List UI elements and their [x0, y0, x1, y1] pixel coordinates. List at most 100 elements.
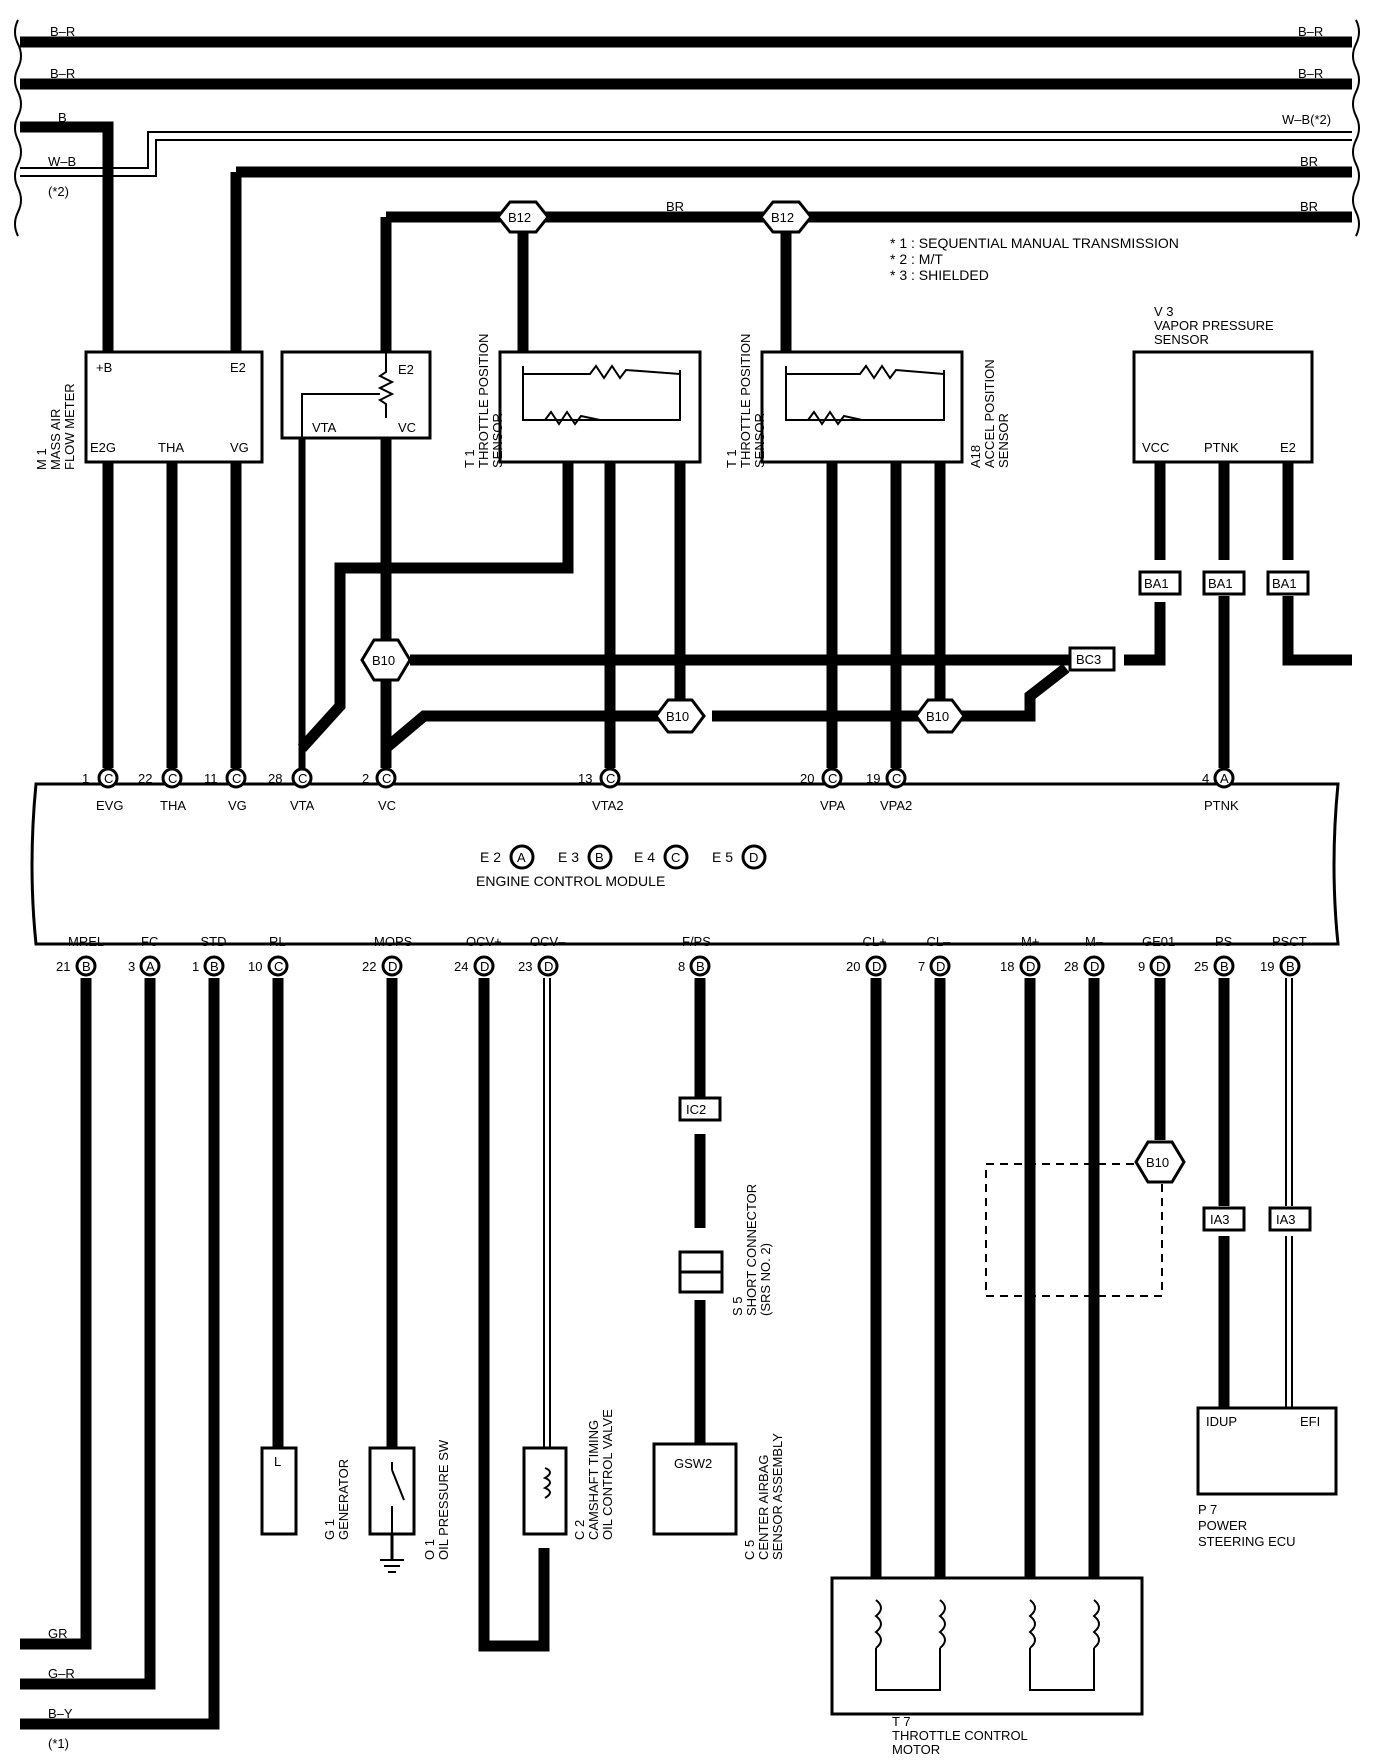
- svg-text:V 3: V 3: [1154, 304, 1174, 319]
- svg-text:B12: B12: [508, 210, 531, 225]
- junction-b12-1: B12: [496, 200, 550, 234]
- svg-text:3: 3: [128, 959, 135, 974]
- wire-w-b-a: [20, 131, 1352, 169]
- svg-text:D: D: [749, 850, 758, 865]
- throttle-motor: T 7 THROTTLE CONTROL MOTOR: [830, 1576, 1144, 1757]
- svg-text:E 2: E 2: [480, 849, 501, 865]
- svg-text:PTNK: PTNK: [1204, 440, 1239, 455]
- svg-text:C: C: [892, 771, 901, 786]
- svg-text:ACCEL POSITION: ACCEL POSITION: [982, 359, 997, 468]
- svg-text:B: B: [696, 959, 705, 974]
- svg-text:C 2: C 2: [572, 1520, 587, 1540]
- short-connector: S 5 SHORT CONNECTOR (SRS NO. 2): [678, 1184, 773, 1316]
- svg-text:C: C: [232, 771, 241, 786]
- svg-text:18: 18: [1000, 959, 1014, 974]
- svg-text:FLOW METER: FLOW METER: [62, 383, 77, 470]
- right-break: [1352, 19, 1360, 237]
- svg-text:VAPOR PRESSURE: VAPOR PRESSURE: [1154, 318, 1274, 333]
- label-br-r2: BR: [1300, 199, 1318, 214]
- svg-text:OIL PRESSURE SW: OIL PRESSURE SW: [436, 1439, 451, 1560]
- svg-text:OIL CONTROL VALVE: OIL CONTROL VALVE: [600, 1409, 615, 1540]
- svg-text:C: C: [274, 959, 283, 974]
- svg-text:C 5: C 5: [742, 1540, 757, 1560]
- junction-ia3: IA3 IA3: [1202, 1206, 1312, 1232]
- svg-text:OCV+: OCV+: [466, 934, 502, 949]
- svg-text:IDUP: IDUP: [1206, 1414, 1237, 1429]
- svg-text:SENSOR: SENSOR: [752, 413, 767, 468]
- svg-text:19: 19: [1260, 959, 1274, 974]
- svg-text:A: A: [517, 850, 526, 865]
- wire-b-maf: [20, 121, 114, 352]
- svg-text:20: 20: [846, 959, 860, 974]
- svg-text:E 3: E 3: [558, 849, 579, 865]
- svg-text:POWER: POWER: [1198, 1518, 1247, 1533]
- junction-b12-2: B12: [759, 200, 813, 234]
- svg-text:B–Y: B–Y: [48, 1706, 73, 1721]
- svg-text:A18: A18: [968, 445, 983, 468]
- svg-text:8: 8: [678, 959, 685, 974]
- svg-text:9: 9: [1138, 959, 1145, 974]
- svg-text:20: 20: [800, 771, 814, 786]
- svg-text:13: 13: [578, 771, 592, 786]
- ecm-bottom-pins: B21MRELA3FCB1STDC10RLD22MOPSD24OCV+D23OC…: [56, 934, 1307, 977]
- svg-text:B: B: [1220, 959, 1229, 974]
- svg-text:(*1): (*1): [48, 1736, 69, 1751]
- svg-text:FC: FC: [141, 934, 158, 949]
- svg-text:MASS AIR: MASS AIR: [48, 409, 63, 470]
- junction-b10-b: B10: [654, 698, 706, 734]
- svg-text:S 5: S 5: [730, 1296, 745, 1316]
- note-3: * 3 : SHIELDED: [890, 267, 989, 283]
- junction-bc3: BC3: [1068, 646, 1116, 672]
- svg-text:B: B: [210, 959, 219, 974]
- svg-text:T 1: T 1: [724, 449, 739, 468]
- svg-text:PSCT: PSCT: [1272, 934, 1307, 949]
- label-br-mid: BR: [666, 199, 684, 214]
- svg-text:SENSOR ASSEMBLY: SENSOR ASSEMBLY: [770, 1433, 785, 1560]
- svg-text:VPA2: VPA2: [880, 798, 912, 813]
- svg-text:1: 1: [82, 771, 89, 786]
- maf-meter: +B E2 E2G THA VG M 1 MASS AIR FLOW METER: [34, 350, 264, 470]
- svg-text:7: 7: [918, 959, 925, 974]
- left-break: [14, 19, 22, 237]
- svg-text:EVG: EVG: [96, 798, 123, 813]
- svg-text:GENERATOR: GENERATOR: [336, 1459, 351, 1540]
- svg-text:STEERING ECU: STEERING ECU: [1198, 1534, 1296, 1549]
- svg-text:STD: STD: [201, 934, 227, 949]
- svg-text:A: A: [1220, 771, 1229, 786]
- label-b: B: [58, 110, 67, 125]
- top-bus: B–R B–R B W–B (*2) B–R B–R W–B(*2) BR BR…: [14, 19, 1360, 352]
- svg-text:RL: RL: [269, 934, 286, 949]
- svg-text:E 5: E 5: [712, 849, 733, 865]
- svg-text:A: A: [146, 959, 155, 974]
- svg-text:(SRS NO. 2): (SRS NO. 2): [758, 1243, 773, 1316]
- svg-text:E2: E2: [1280, 440, 1296, 455]
- svg-text:C: C: [168, 771, 177, 786]
- svg-text:E 4: E 4: [634, 849, 655, 865]
- svg-text:VTA: VTA: [290, 798, 315, 813]
- svg-text:19: 19: [866, 771, 880, 786]
- svg-text:D: D: [872, 959, 881, 974]
- svg-text:23: 23: [518, 959, 532, 974]
- svg-text:B: B: [82, 959, 91, 974]
- junction-b10-d: B10: [1134, 1140, 1186, 1184]
- svg-text:E2G: E2G: [90, 440, 116, 455]
- svg-text:VC: VC: [378, 798, 396, 813]
- svg-text:BA1: BA1: [1272, 576, 1297, 591]
- svg-text:D: D: [544, 959, 553, 974]
- tps-mt: E2 VTA VC: [280, 350, 432, 440]
- svg-text:BA1: BA1: [1208, 576, 1233, 591]
- svg-text:24: 24: [454, 959, 468, 974]
- svg-text:T 1: T 1: [462, 449, 477, 468]
- svg-text:OCV–: OCV–: [530, 934, 566, 949]
- ocv: C 2 CAMSHAFT TIMING OIL CONTROL VALVE: [522, 1409, 615, 1540]
- svg-text:D: D: [388, 959, 397, 974]
